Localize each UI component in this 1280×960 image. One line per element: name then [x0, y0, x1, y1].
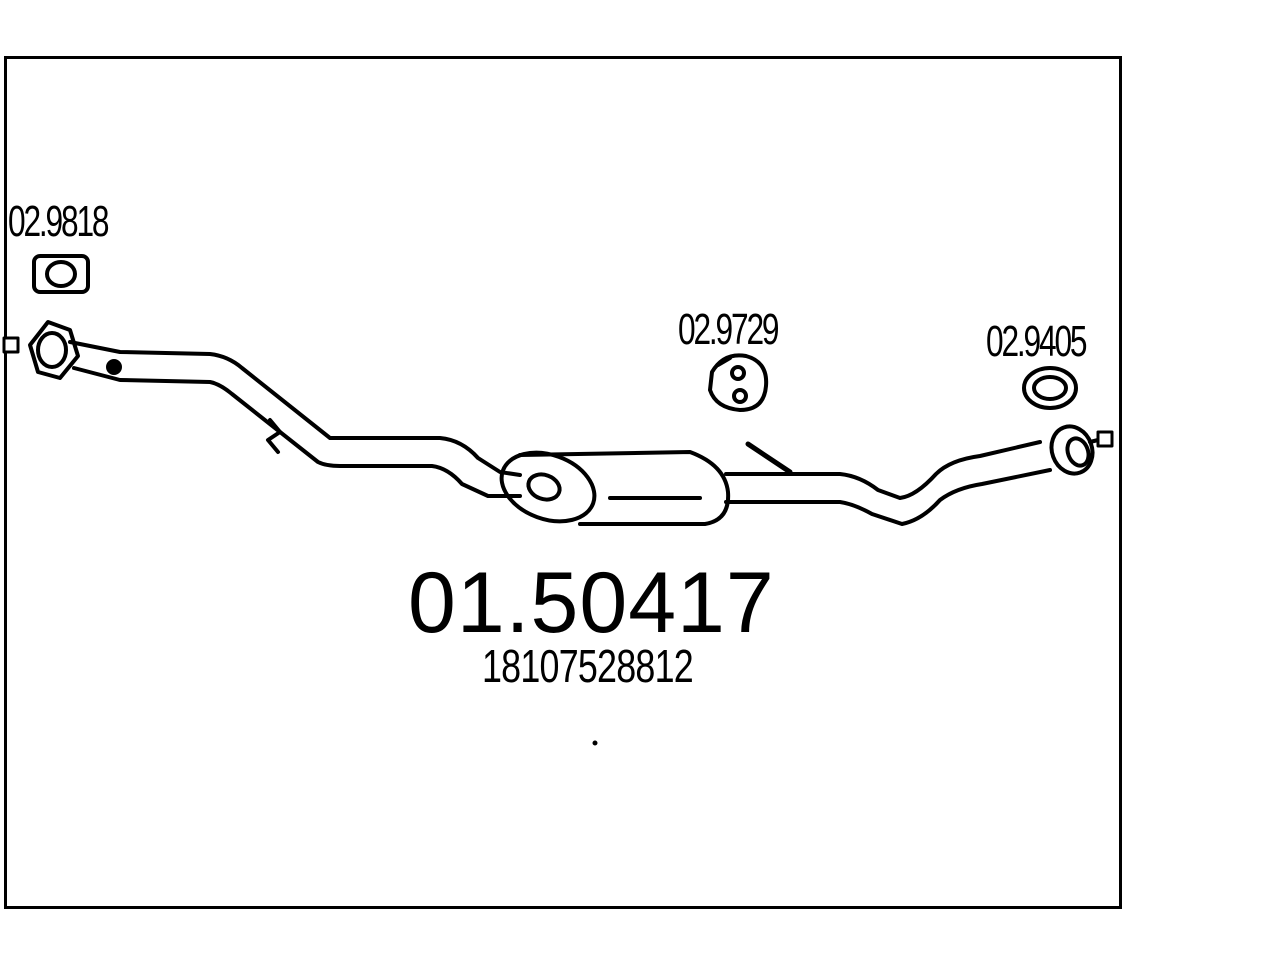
- front-flange: [28, 320, 80, 380]
- front-pipe: [68, 340, 522, 498]
- part-label-seal-ring: 02.9405: [986, 317, 1088, 366]
- part-label-gasket: 02.9818: [8, 197, 110, 246]
- gasket-icon: [32, 254, 90, 294]
- part-label-rubber-mount: 02.9729: [678, 305, 780, 354]
- rubber-mount-icon: [708, 353, 769, 412]
- dot-mark: [592, 740, 598, 746]
- rear-connector-stub: [1096, 430, 1114, 448]
- main-part-number: 01.50417: [408, 555, 775, 651]
- front-connector-stub: [2, 336, 20, 354]
- diagram-frame: [4, 56, 1122, 909]
- muffler: [499, 450, 731, 526]
- rear-tail-end: [1049, 424, 1100, 476]
- rear-pipe: [724, 440, 1052, 526]
- seal-ring-icon: [1022, 366, 1078, 410]
- oe-number: 18107528812: [482, 640, 694, 692]
